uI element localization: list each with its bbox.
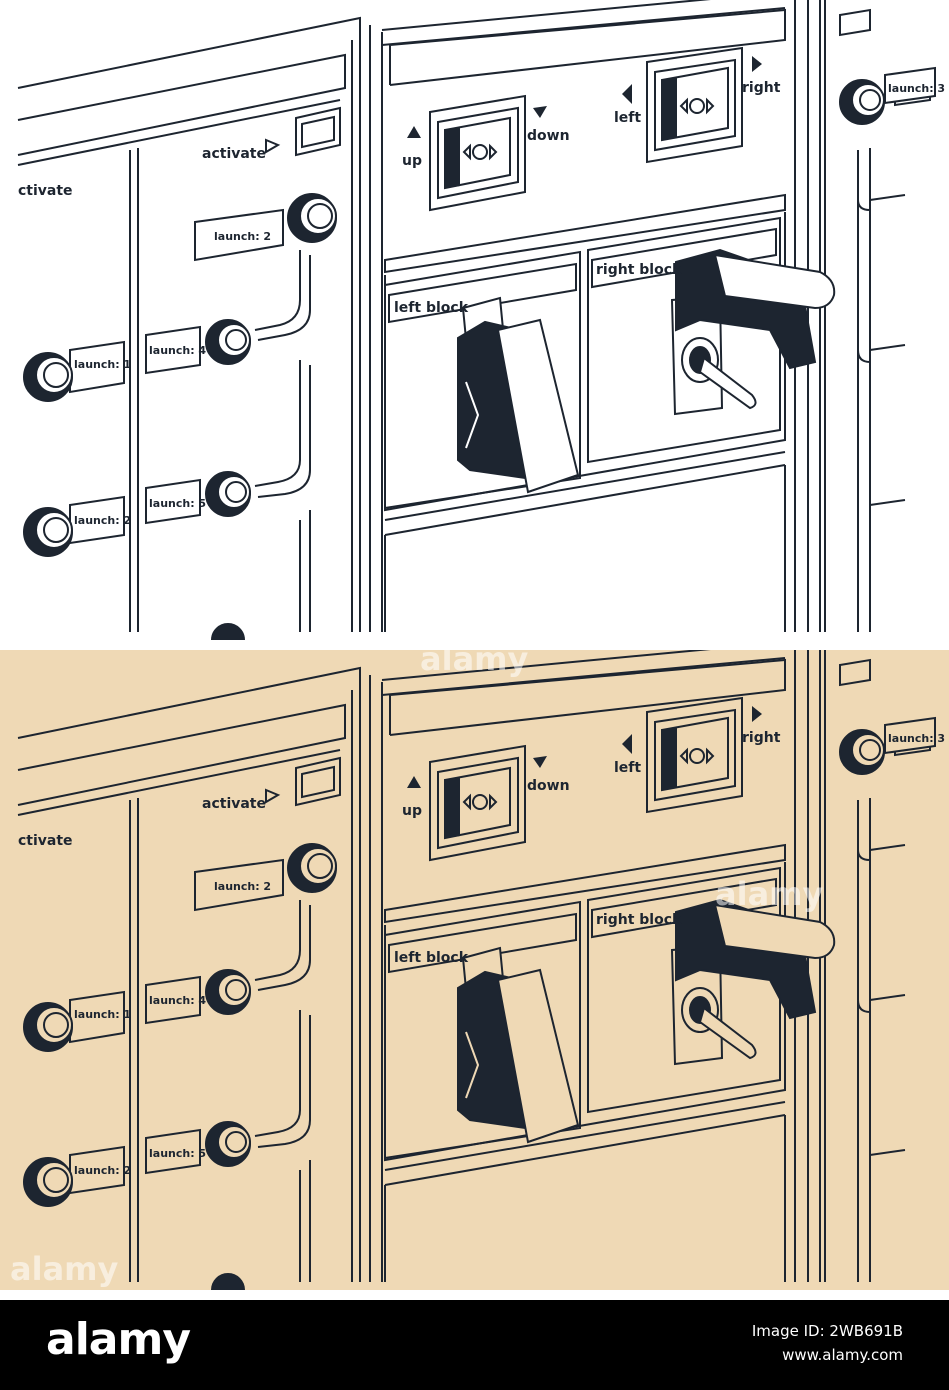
launch-2-bottom-label: launch: 2: [74, 514, 131, 527]
activate-left-label: ctivate: [18, 183, 73, 199]
left-block-label-tinted: left block: [394, 950, 469, 966]
right-block-label: right block: [596, 262, 682, 278]
launch-5-label-tinted: launch: 5: [149, 1147, 206, 1160]
activate-label-tinted: activate: [202, 796, 266, 812]
image-id: Image ID: 2WB691B: [751, 1322, 903, 1340]
left-label-tinted: left: [614, 760, 641, 776]
control-panel-drawing-tinted: ctivate activate launch: 2 launch: 4 lau…: [17, 650, 945, 1290]
up-label: up: [402, 153, 422, 169]
launch-2-bottom-label-tinted: launch: 2: [74, 1164, 131, 1177]
launch-2-top-label: launch: 2: [214, 230, 271, 243]
launch-2-top-label-tinted: launch: 2: [214, 880, 271, 893]
activate-left-label-tinted: ctivate: [18, 833, 73, 849]
button-top: [287, 193, 337, 243]
illustration-panel-mono: ctivate activate launch: 2 launch: 4 lau…: [0, 0, 949, 640]
left-label: left: [614, 110, 641, 126]
control-panel-drawing: ctivate activate launch: 2 launch: 4 lau…: [17, 0, 945, 640]
launch-4-label-tinted: launch: 4: [149, 994, 206, 1007]
watermark: alamy: [715, 875, 824, 913]
site-url[interactable]: www.alamy.com: [782, 1346, 903, 1364]
launch-1-label: launch: 1: [74, 358, 131, 371]
left-block-label: left block: [394, 300, 469, 316]
launch-4-label: launch: 4: [149, 344, 206, 357]
launch-3-label-tinted: launch: 3: [888, 732, 945, 745]
launch-5-label: launch: 5: [149, 497, 206, 510]
illustration-panel-tinted: ctivate activate launch: 2 launch: 4 lau…: [0, 650, 949, 1290]
right-label-tinted: right: [742, 730, 781, 746]
up-label-tinted: up: [402, 803, 422, 819]
down-label: down: [527, 128, 570, 144]
watermark: alamy: [10, 1250, 119, 1288]
watermark: alamy: [420, 650, 529, 678]
right-label: right: [742, 80, 781, 96]
alamy-logo[interactable]: alamy: [46, 1314, 191, 1365]
launch-1-label-tinted: launch: 1: [74, 1008, 131, 1021]
right-block-label-tinted: right block: [596, 912, 682, 928]
stock-footer: alamy Image ID: 2WB691B www.alamy.com: [0, 1300, 949, 1390]
launch-3-label: launch: 3: [888, 82, 945, 95]
down-label-tinted: down: [527, 778, 570, 794]
activate-label: activate: [202, 146, 266, 162]
